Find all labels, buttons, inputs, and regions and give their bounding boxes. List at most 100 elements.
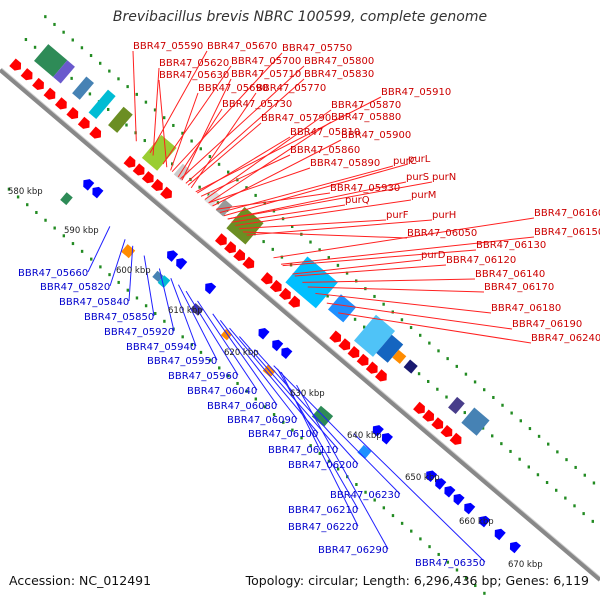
- reverse-label-leader: [128, 245, 134, 302]
- forward-gene-label: BBR47_05870: [331, 100, 401, 111]
- track-dot: [592, 481, 596, 485]
- track-dot: [198, 185, 201, 189]
- accession-text: Accession: NC_012491: [9, 573, 152, 588]
- forward-label-leader: [177, 108, 223, 178]
- feature-block: [448, 396, 465, 415]
- track-dot: [125, 123, 128, 127]
- track-dot: [106, 107, 110, 111]
- reverse-gene-arrow: [372, 425, 384, 437]
- forward-label-leader: [195, 96, 382, 193]
- forward-gene-label: BBR47_05750: [282, 43, 352, 54]
- track-dot: [263, 201, 266, 205]
- gene-arrow-shape: [176, 258, 188, 270]
- track-dot: [272, 413, 276, 417]
- reverse-label-leader: [197, 300, 258, 391]
- forward-label-leader: [281, 236, 535, 265]
- gene-arrow-shape: [494, 528, 506, 541]
- features-layer: [34, 44, 490, 459]
- reverse-label-leader: [273, 365, 401, 495]
- track-dot: [364, 490, 367, 494]
- track-dot: [518, 457, 521, 461]
- reverse-gene-arrow: [83, 179, 95, 191]
- track-dot: [62, 234, 66, 238]
- track-dot: [437, 349, 440, 353]
- gene-arrow-shape: [269, 279, 282, 293]
- reverse-label-leader: [185, 290, 239, 376]
- reverse-gene-label: BBR47_05950: [147, 356, 217, 367]
- track-dot: [236, 381, 239, 385]
- gene-arrow-shape: [132, 163, 145, 176]
- reverse-gene-label: BBR47_06080: [207, 401, 277, 412]
- reverse-gene-label: BBR47_06210: [288, 505, 358, 516]
- reverse-gene-label: BBR47_06110: [268, 445, 338, 456]
- feature-rect: [311, 405, 334, 427]
- track-dot: [491, 434, 494, 438]
- gene-arrow-shape: [374, 369, 387, 382]
- gene-arrow-shape: [92, 186, 104, 199]
- reverse-label-leader: [109, 239, 126, 287]
- track-dot: [436, 387, 439, 391]
- track-dot: [271, 247, 274, 251]
- gene-arrow-shape: [347, 345, 360, 359]
- feature-rect: [461, 407, 490, 436]
- feature-rect: [157, 275, 171, 288]
- forward-gene-label: BBR47_05930: [330, 183, 400, 194]
- track-dot: [564, 496, 567, 500]
- track-dot: [135, 92, 138, 96]
- forward-label-leader: [242, 231, 408, 239]
- forward-gene-arrow: [233, 248, 246, 261]
- reverse-label-leader: [353, 433, 486, 563]
- forward-gene-label: purL: [408, 154, 431, 165]
- track-dot: [117, 280, 120, 284]
- track-dot: [483, 388, 486, 392]
- gene-arrow-shape: [281, 347, 293, 359]
- track-dot: [455, 364, 458, 368]
- reverse-gene-arrow: [205, 282, 217, 295]
- gene-arrow-shape: [356, 353, 369, 366]
- reverse-label-leader: [212, 313, 278, 406]
- forward-gene-label: BBR47_06120: [446, 255, 516, 266]
- forward-gene-arrow: [32, 77, 44, 91]
- track-dot: [88, 92, 92, 96]
- forward-gene-label: BBR47_05630: [159, 70, 229, 81]
- feature-block: [141, 134, 177, 171]
- forward-label-leader: [326, 302, 513, 330]
- forward-gene-arrow: [160, 186, 172, 199]
- track-dot: [318, 451, 322, 455]
- gene-arrow-shape: [123, 155, 136, 168]
- reverse-gene-label: BBR47_05920: [104, 327, 174, 338]
- feature-block: [403, 359, 418, 374]
- reverse-gene-arrow: [444, 486, 456, 498]
- reverse-gene-arrow: [464, 502, 476, 515]
- forward-gene-label: BBR47_06150: [534, 227, 600, 238]
- reverse-gene-label: BBR47_05660: [18, 268, 88, 279]
- track-dot: [536, 473, 540, 477]
- forward-label-leader: [170, 92, 199, 171]
- position-tick-label: 660 kbp: [459, 517, 494, 527]
- forward-gene-arrow: [431, 417, 444, 430]
- gene-arrow-shape: [9, 58, 22, 71]
- forward-gene-arrow: [365, 361, 378, 374]
- reverse-label-leader: [219, 319, 298, 420]
- gene-arrow-shape: [43, 87, 56, 100]
- forward-gene-label: BBR47_05710: [231, 69, 301, 80]
- gene-arrow-shape: [381, 432, 393, 445]
- forward-gene-label: purF: [386, 210, 409, 221]
- gene-arrow-shape: [440, 425, 453, 438]
- track-dot: [474, 584, 477, 588]
- feature-block: [157, 275, 171, 288]
- position-tick-label: 630 kbp: [290, 389, 325, 399]
- track-dot: [437, 552, 440, 556]
- track-dot: [582, 512, 585, 516]
- reverse-gene-label: BBR47_05850: [84, 312, 154, 323]
- forward-gene-arrow: [89, 126, 102, 139]
- gene-arrow-shape: [224, 241, 236, 254]
- forward-gene-arrow: [269, 279, 282, 293]
- forward-gene-arrow: [242, 256, 255, 269]
- forward-gene-arrow: [66, 107, 79, 120]
- track-dot: [327, 459, 331, 463]
- feature-rect: [72, 76, 94, 100]
- track-dot: [126, 85, 129, 89]
- feature-rect: [88, 89, 116, 119]
- track-dot: [428, 545, 431, 549]
